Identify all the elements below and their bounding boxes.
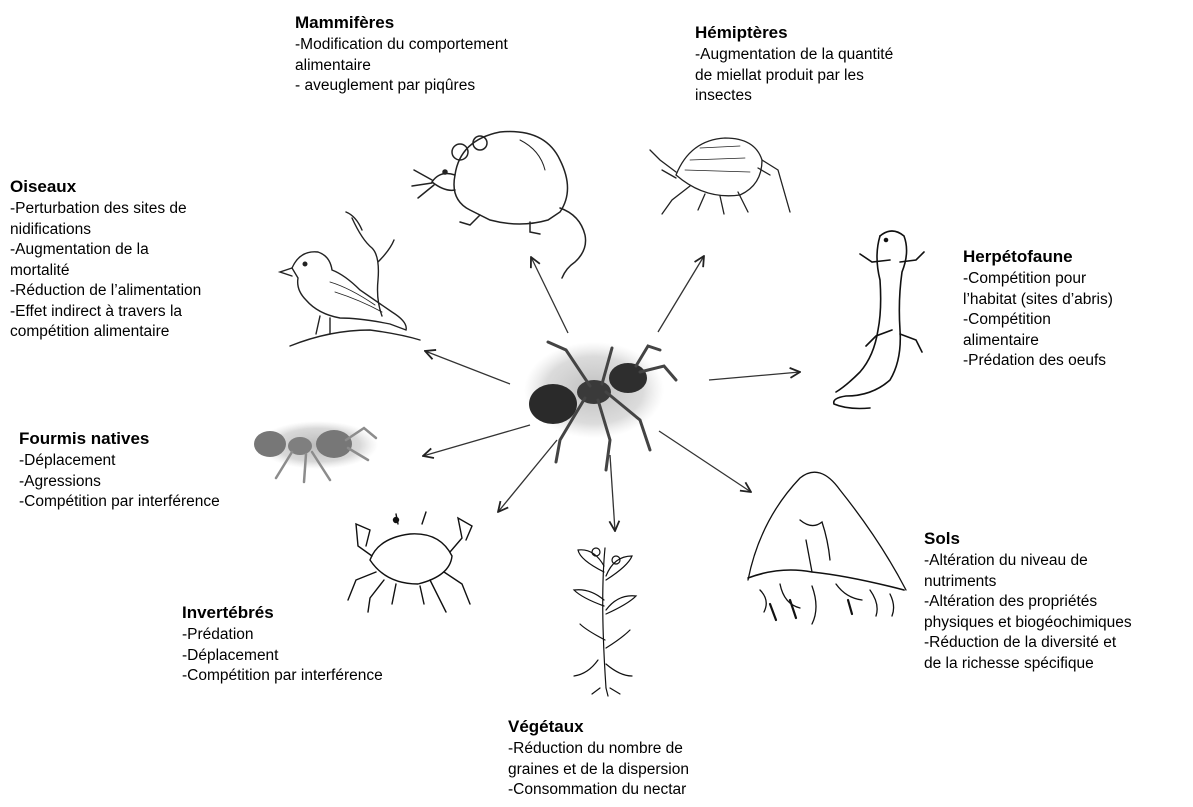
arrow-to-fourmis xyxy=(423,425,530,456)
effect-line: - aveuglement par piqûres xyxy=(295,76,575,97)
aphid-icon xyxy=(650,138,790,214)
effect-line: -Modification du comportement xyxy=(295,35,575,56)
group-title: Végétaux xyxy=(508,716,763,738)
effect-line: -Compétition par interférence xyxy=(19,492,289,513)
plant-icon xyxy=(574,548,636,696)
group-vegetaux: Végétaux -Réduction du nombre de graines… xyxy=(508,716,763,801)
effect-line: de la richesse spécifique xyxy=(924,654,1189,675)
effect-line: -Prédation xyxy=(182,625,452,646)
group-title: Sols xyxy=(924,528,1189,550)
group-hemipteres: Hémiptères -Augmentation de la quantité … xyxy=(695,22,965,107)
effect-line: -Altération des propriétés xyxy=(924,592,1189,613)
effect-line: mortalité xyxy=(10,261,270,282)
effect-line: -Déplacement xyxy=(182,646,452,667)
crab-icon xyxy=(348,512,472,612)
effect-line: -Augmentation de la quantité xyxy=(695,45,965,66)
lizard-icon xyxy=(834,231,924,409)
effect-line: -Perturbation des sites de xyxy=(10,199,270,220)
effect-line: -Consommation du nectar xyxy=(508,780,763,801)
effect-line: -Effet indirect à travers la xyxy=(10,302,270,323)
effect-line: -Déplacement xyxy=(19,451,289,472)
arrow-to-sols xyxy=(659,431,751,492)
group-sols: Sols -Altération du niveau de nutriments… xyxy=(924,528,1189,674)
effect-line: -Compétition pour xyxy=(963,269,1188,290)
effect-line: -Augmentation de la xyxy=(10,240,270,261)
effect-line: alimentaire xyxy=(963,331,1188,352)
group-mammiferes: Mammifères -Modification du comportement… xyxy=(295,12,575,97)
arrow-to-vegetaux xyxy=(610,455,615,531)
effect-line: graines et de la dispersion xyxy=(508,760,763,781)
effect-line: de miellat produit par les xyxy=(695,66,965,87)
effect-line: -Compétition xyxy=(963,310,1188,331)
soil-mound-icon xyxy=(748,472,906,624)
effect-line: -Réduction de la diversité et xyxy=(924,633,1189,654)
rat-icon xyxy=(412,132,586,278)
group-title: Oiseaux xyxy=(10,176,270,198)
arrow-to-mammiferes xyxy=(531,257,568,333)
effect-line: alimentaire xyxy=(295,56,575,77)
effect-line: insectes xyxy=(695,86,965,107)
group-fourmis-natives: Fourmis natives -Déplacement -Agressions… xyxy=(19,428,289,513)
effect-line: -Altération du niveau de xyxy=(924,551,1189,572)
group-invertebres: Invertébrés -Prédation -Déplacement -Com… xyxy=(182,602,452,687)
bird-icon xyxy=(280,212,420,346)
effect-line: compétition alimentaire xyxy=(10,322,270,343)
group-title: Hémiptères xyxy=(695,22,965,44)
effect-line: -Prédation des oeufs xyxy=(963,351,1188,372)
group-herpetofaune: Herpétofaune -Compétition pour l’habitat… xyxy=(963,246,1188,372)
effect-line: -Réduction du nombre de xyxy=(508,739,763,760)
arrow-to-herpetofaune xyxy=(709,372,800,380)
ant-icon xyxy=(524,342,676,470)
arrow-to-hemipteres xyxy=(658,256,704,332)
effect-line: nidifications xyxy=(10,220,270,241)
group-title: Herpétofaune xyxy=(963,246,1188,268)
arrow-to-oiseaux xyxy=(425,351,510,384)
effect-line: -Agressions xyxy=(19,472,289,493)
effect-line: l’habitat (sites d’abris) xyxy=(963,290,1188,311)
effect-line: physiques et biogéochimiques xyxy=(924,613,1189,634)
group-oiseaux: Oiseaux -Perturbation des sites de nidif… xyxy=(10,176,270,343)
group-title: Invertébrés xyxy=(182,602,452,624)
group-title: Mammifères xyxy=(295,12,575,34)
effect-line: nutriments xyxy=(924,572,1189,593)
arrow-to-invertebres xyxy=(498,440,557,512)
effect-line: -Compétition par interférence xyxy=(182,666,452,687)
group-title: Fourmis natives xyxy=(19,428,289,450)
effect-line: -Réduction de l’alimentation xyxy=(10,281,270,302)
